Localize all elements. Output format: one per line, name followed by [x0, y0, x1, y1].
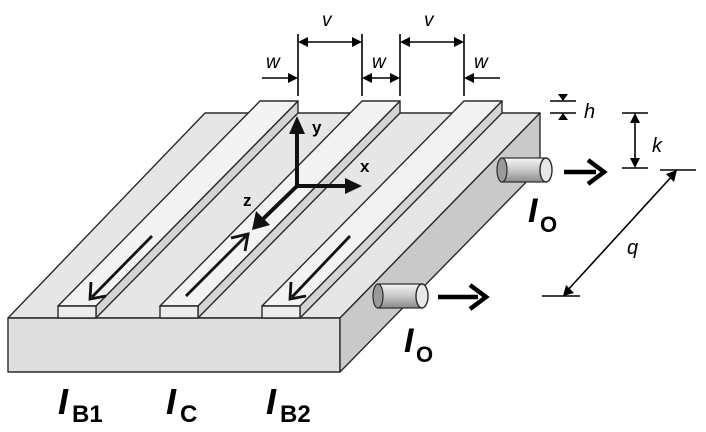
current-label-b1: I B1 [58, 381, 103, 428]
dim-q-line [565, 173, 675, 293]
current-label-b2: I B2 [266, 381, 311, 428]
dim-w-mid-label: w [372, 52, 387, 73]
current-o-upper-main: I [528, 192, 539, 230]
dim-w2-arrow-a [362, 73, 372, 83]
strip-c-arrowhead [230, 232, 250, 252]
strip-c-current-arrow [185, 235, 247, 297]
current-b2-main: I [266, 381, 277, 422]
strip-b2-current-arrow [290, 235, 352, 298]
strip-b2-arrowhead [288, 281, 307, 301]
current-label-o-lower: I O [404, 322, 433, 367]
z-axis [260, 184, 299, 222]
strip-b1 [57, 100, 299, 319]
port-upper-body [501, 157, 547, 183]
current-o-upper-sub: O [540, 212, 557, 237]
y-axis-label: y [312, 118, 322, 137]
current-b1-main: I [58, 381, 69, 422]
width-dimensions: w v w v w [262, 10, 500, 96]
current-c-main: I [166, 381, 177, 422]
dim-w1-arrow [288, 73, 298, 83]
strip-b2 [261, 100, 503, 319]
z-axis-arrowhead [252, 211, 270, 230]
port-lower-body [377, 283, 423, 309]
dim-q-arrow-b [563, 285, 574, 296]
dim-v1-arrow-b [352, 37, 362, 47]
dim-w-right-label: w [474, 52, 489, 73]
dim-k-label: k [652, 135, 663, 157]
dim-q-label: q [627, 237, 638, 259]
x-axis-label: x [360, 157, 370, 176]
port-upper-back [496, 157, 508, 183]
strip-b2-front [261, 305, 301, 319]
dim-v-left-label: v [322, 10, 333, 31]
dim-k-arrow-b [630, 158, 640, 168]
strip-b1-current-arrow [91, 235, 153, 298]
strip-b1-arrowhead [88, 281, 107, 301]
dim-v1-arrow-a [298, 37, 308, 47]
port-lower-face [415, 283, 429, 309]
current-c-sub: C [180, 401, 197, 428]
dim-k-arrow-a [630, 113, 640, 123]
port-upper-arrowhead [586, 158, 608, 186]
output-port-upper [496, 157, 608, 186]
port-lower-back [372, 283, 384, 309]
dim-v-right-label: v [424, 10, 435, 31]
current-b2-sub: B2 [280, 401, 311, 428]
x-axis-arrowhead [345, 178, 362, 194]
slab-front-face [7, 317, 341, 373]
dim-v2-arrow-a [400, 37, 410, 47]
dim-w2-arrow-b [390, 73, 400, 83]
port-lower-arrowhead [468, 283, 490, 311]
dim-h-arrow-a [558, 94, 568, 101]
current-o-lower-main: I [404, 322, 415, 360]
port-upper-face [539, 157, 553, 183]
z-axis-label: z [243, 191, 252, 210]
y-axis-arrowhead [289, 116, 305, 134]
dim-w3-arrow [464, 73, 474, 83]
dim-h-label: h [584, 101, 595, 123]
height-dimensions: h k q [542, 94, 696, 297]
coordinate-axes: y x z [243, 116, 370, 230]
dim-v2-arrow-b [454, 37, 464, 47]
strip-c-front [159, 305, 199, 319]
current-label-c: I C [166, 381, 197, 428]
dim-w-left-label: w [266, 52, 281, 73]
strip-b1-front [57, 305, 97, 319]
dim-h-arrow-b [558, 113, 568, 120]
current-o-lower-sub: O [416, 342, 433, 367]
dim-q-arrow-a [666, 170, 677, 182]
current-label-o-upper: I O [528, 192, 557, 237]
current-b1-sub: B1 [72, 401, 103, 428]
output-port-lower [372, 283, 490, 311]
